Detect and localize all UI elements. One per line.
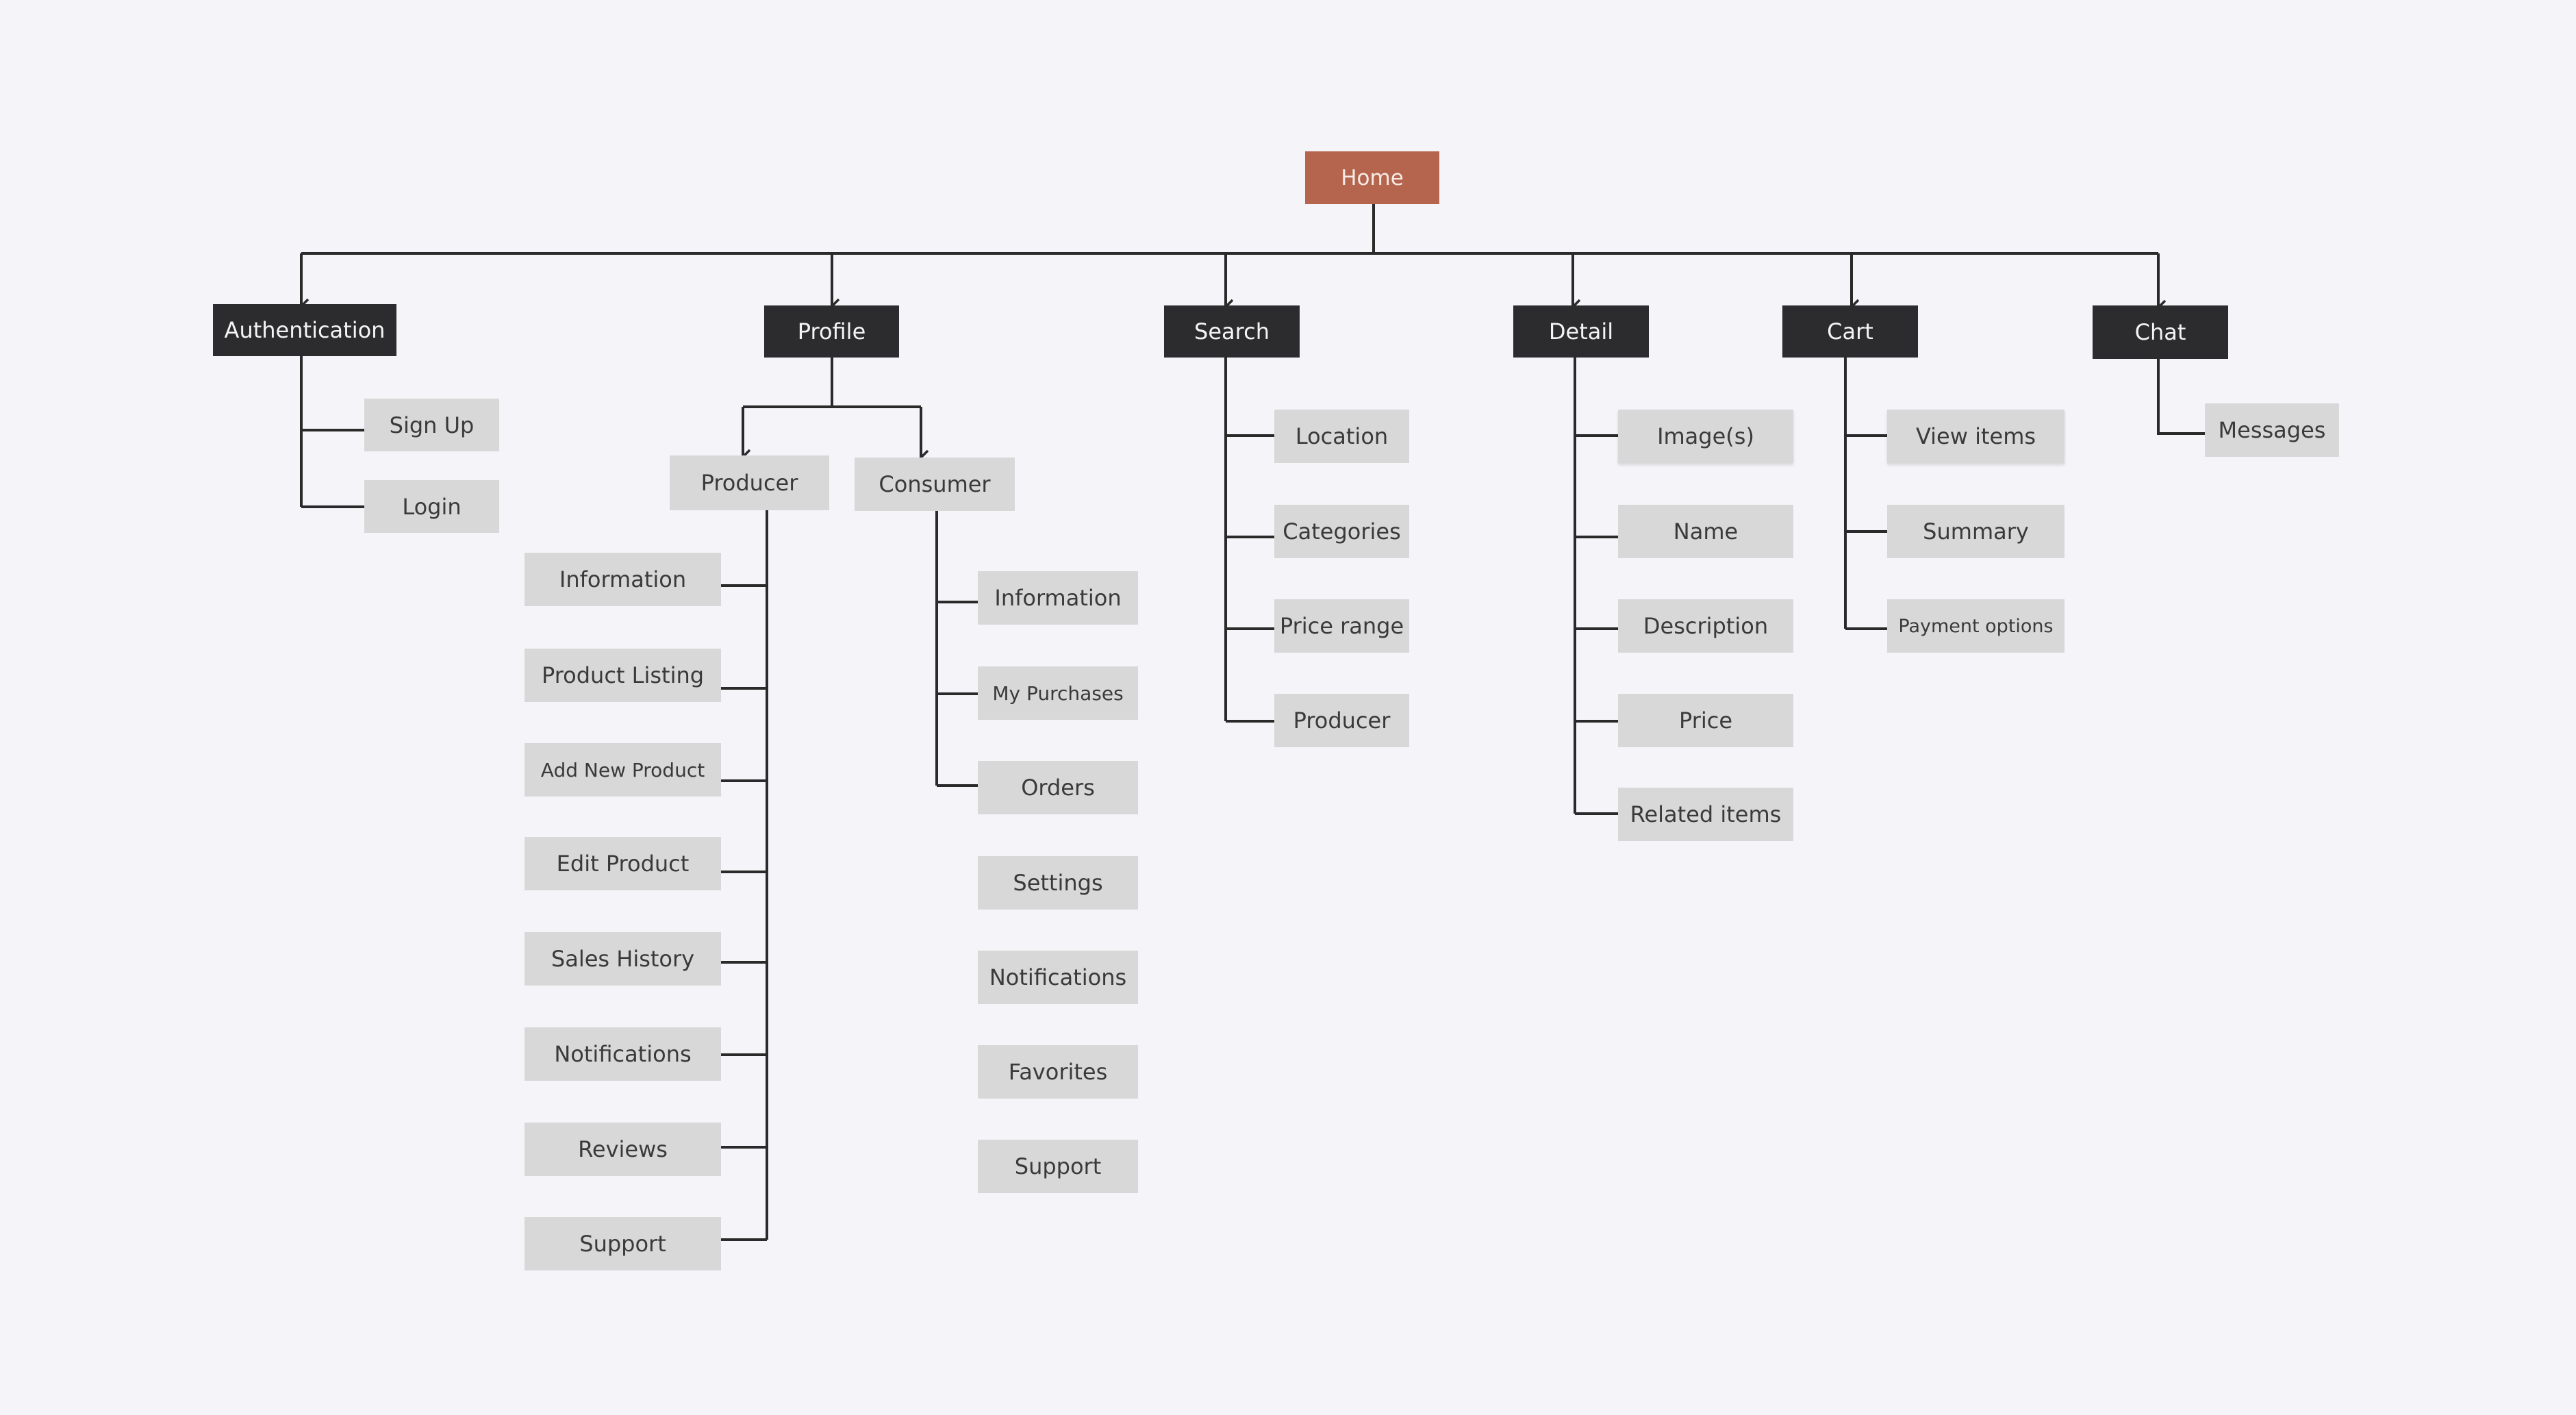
search-item[interactable]: Producer (1274, 694, 1409, 747)
chat-branch (2157, 359, 2205, 435)
producer-item[interactable]: Notifications (525, 1027, 721, 1081)
consumer-item[interactable]: Notifications (978, 951, 1138, 1004)
cart-branch (1844, 358, 1887, 630)
producer-item[interactable]: Reviews (525, 1123, 721, 1176)
authentication-item[interactable]: Sign Up (364, 399, 499, 451)
consumer-item[interactable]: Orders (978, 761, 1138, 814)
producer-item[interactable]: Sales History (525, 932, 721, 986)
chat-node[interactable]: Chat (2093, 305, 2228, 359)
authentication-branch (300, 356, 364, 508)
search-item[interactable]: Categories (1274, 505, 1409, 558)
chat-item[interactable]: Messages (2205, 403, 2339, 457)
consumer-item[interactable]: Information (978, 571, 1138, 625)
producer-item[interactable]: Support (525, 1217, 721, 1270)
detail-item[interactable]: Price (1618, 694, 1793, 747)
detail-branch (1574, 358, 1618, 815)
cart-node[interactable]: Cart (1782, 305, 1918, 358)
profile-node[interactable]: Profile (764, 305, 899, 358)
home-node[interactable]: Home (1305, 151, 1439, 204)
consumer-node[interactable]: Consumer (855, 458, 1015, 511)
producer-item[interactable]: Product Listing (525, 649, 721, 702)
authentication-node[interactable]: Authentication (213, 304, 396, 356)
consumer-item[interactable]: Settings (978, 856, 1138, 910)
producer-item[interactable]: Information (525, 553, 721, 606)
consumer-branch (935, 511, 978, 787)
consumer-item[interactable]: Support (978, 1140, 1138, 1193)
detail-item[interactable]: Description (1618, 599, 1793, 653)
producer-item[interactable]: Edit Product (525, 837, 721, 890)
search-node[interactable]: Search (1164, 305, 1300, 358)
consumer-item[interactable]: My Purchases (978, 666, 1138, 720)
producer-branch (721, 510, 768, 1241)
search-item[interactable]: Location (1274, 410, 1409, 463)
detail-item[interactable]: Related items (1618, 788, 1793, 841)
authentication-item[interactable]: Login (364, 480, 499, 533)
cart-item[interactable]: Summary (1887, 505, 2064, 558)
cart-item[interactable]: Payment options (1887, 599, 2064, 653)
producer-item[interactable]: Add New Product (525, 743, 721, 797)
detail-item[interactable]: Name (1618, 505, 1793, 558)
producer-node[interactable]: Producer (670, 455, 829, 510)
search-item[interactable]: Price range (1274, 599, 1409, 653)
profile-split (743, 358, 921, 408)
consumer-item[interactable]: Favorites (978, 1045, 1138, 1099)
detail-node[interactable]: Detail (1513, 305, 1649, 358)
cart-item[interactable]: View items (1887, 410, 2064, 463)
search-branch (1224, 358, 1274, 723)
detail-item[interactable]: Image(s) (1618, 410, 1793, 463)
